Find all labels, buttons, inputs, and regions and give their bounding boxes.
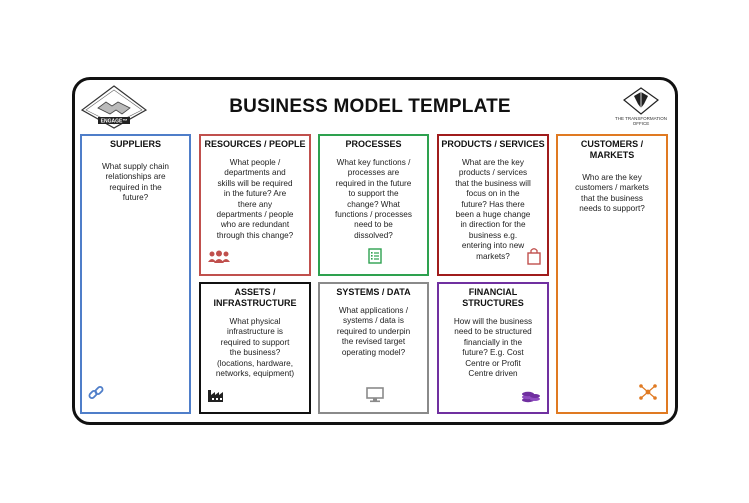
- card-heading: PROCESSES: [345, 139, 402, 149]
- card-heading-line1: CUSTOMERS /: [580, 139, 644, 149]
- card-question: What applications / systems / data is re…: [336, 306, 411, 357]
- card-products-services: PRODUCTS / SERVICES What are the key pro…: [437, 134, 549, 276]
- card-heading: PRODUCTS / SERVICES: [441, 139, 545, 149]
- card-assets-infrastructure: ASSETS / INFRASTRUCTURE What physical in…: [199, 282, 311, 414]
- card-question: What supply chain relationships are requ…: [102, 162, 169, 203]
- card-heading-line1: ASSETS /: [234, 287, 276, 297]
- card-heading-line2: MARKETS: [589, 150, 635, 160]
- card-question: Who are the key customers / markets that…: [575, 173, 649, 214]
- factory-icon: [207, 387, 225, 408]
- monitor-icon: [366, 387, 384, 408]
- card-heading: FINANCIAL STRUCTURES: [439, 284, 547, 309]
- coins-icon: [521, 387, 541, 408]
- logo-right-line2: OFFICE: [632, 121, 650, 126]
- people-icon: [207, 250, 231, 269]
- checklist-icon: [368, 248, 382, 269]
- engage-logo-text: ENGAGE™: [101, 119, 128, 125]
- card-question: What key functions / processes are requi…: [335, 158, 412, 240]
- card-heading: ASSETS / INFRASTRUCTURE: [201, 284, 309, 309]
- card-heading: SUPPLIERS: [109, 139, 161, 149]
- chain-link-icon: [88, 385, 104, 406]
- card-question: What people / departments and skills wil…: [216, 158, 294, 240]
- logo-right-line1: THE TRANSFORMATION: [614, 116, 668, 121]
- card-question: What physical infrastructure is required…: [215, 317, 295, 379]
- card-customers-markets: CUSTOMERS / MARKETS Who are the key cust…: [556, 134, 668, 414]
- card-heading: RESOURCES / PEOPLE: [204, 139, 306, 149]
- shopping-bag-icon: [527, 247, 541, 270]
- card-resources-people: RESOURCES / PEOPLE What people / departm…: [199, 134, 311, 276]
- card-systems-data: SYSTEMS / DATA What applications / syste…: [318, 282, 429, 414]
- card-question: What are the key products / services tha…: [455, 158, 531, 261]
- transformation-office-logo: THE TRANSFORMATION OFFICE: [610, 86, 672, 130]
- card-heading: CUSTOMERS / MARKETS: [558, 136, 666, 161]
- card-heading-line2: STRUCTURES: [462, 298, 524, 308]
- page-title: BUSINESS MODEL TEMPLATE: [229, 96, 511, 117]
- card-suppliers: SUPPLIERS What supply chain relationship…: [80, 134, 191, 414]
- card-heading-line1: FINANCIAL: [468, 287, 518, 297]
- card-financial-structures: FINANCIAL STRUCTURES How will the busine…: [437, 282, 549, 414]
- card-heading-line2: INFRASTRUCTURE: [213, 298, 297, 308]
- card-processes: PROCESSES What key functions / processes…: [318, 134, 429, 276]
- card-question: How will the business need to be structu…: [453, 317, 533, 379]
- engage-logo: ENGAGE™: [80, 84, 148, 130]
- network-icon: [638, 383, 658, 406]
- card-heading: SYSTEMS / DATA: [336, 287, 411, 297]
